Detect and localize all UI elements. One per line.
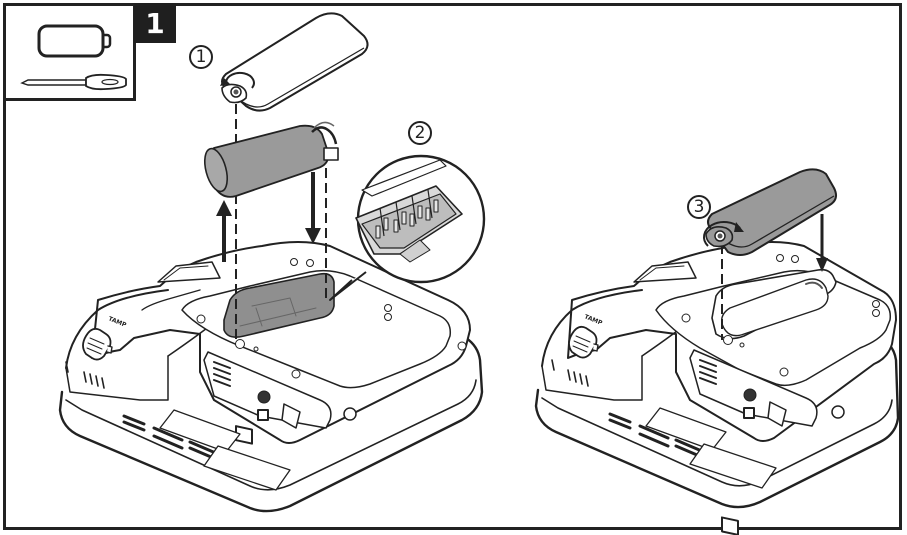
arrow-up-icon (216, 200, 232, 262)
arrow-down-icon (305, 172, 321, 244)
usb-port (257, 409, 269, 421)
step-number-badge: 1 (134, 3, 176, 43)
port-panel (689, 349, 818, 427)
battery-cover-removed (220, 12, 369, 112)
screwdriver-icon (20, 73, 127, 91)
right-device: TAMP (534, 241, 900, 535)
battery-icon (37, 24, 112, 58)
tools-graphic (20, 24, 127, 91)
connector-detail-inset (329, 154, 486, 301)
battery-connector (323, 147, 339, 161)
callout-3: 3 (687, 195, 711, 219)
tamper-switch (82, 327, 113, 361)
installed-battery (720, 278, 829, 337)
rotate-ccw-icon (225, 71, 255, 89)
battery-cover-installing (703, 168, 837, 340)
battery-pack (203, 121, 339, 198)
arrow-down-icon (816, 214, 828, 272)
callout-1: 1 (189, 45, 213, 69)
connector-port (281, 403, 301, 429)
vent-grille (213, 361, 231, 387)
left-device: TAMP (58, 241, 484, 513)
callout-2: 2 (408, 121, 432, 145)
rotate-cw-icon (703, 221, 741, 247)
port-panel (203, 351, 332, 429)
tools-box (3, 3, 136, 101)
tamper-switch (568, 325, 599, 359)
